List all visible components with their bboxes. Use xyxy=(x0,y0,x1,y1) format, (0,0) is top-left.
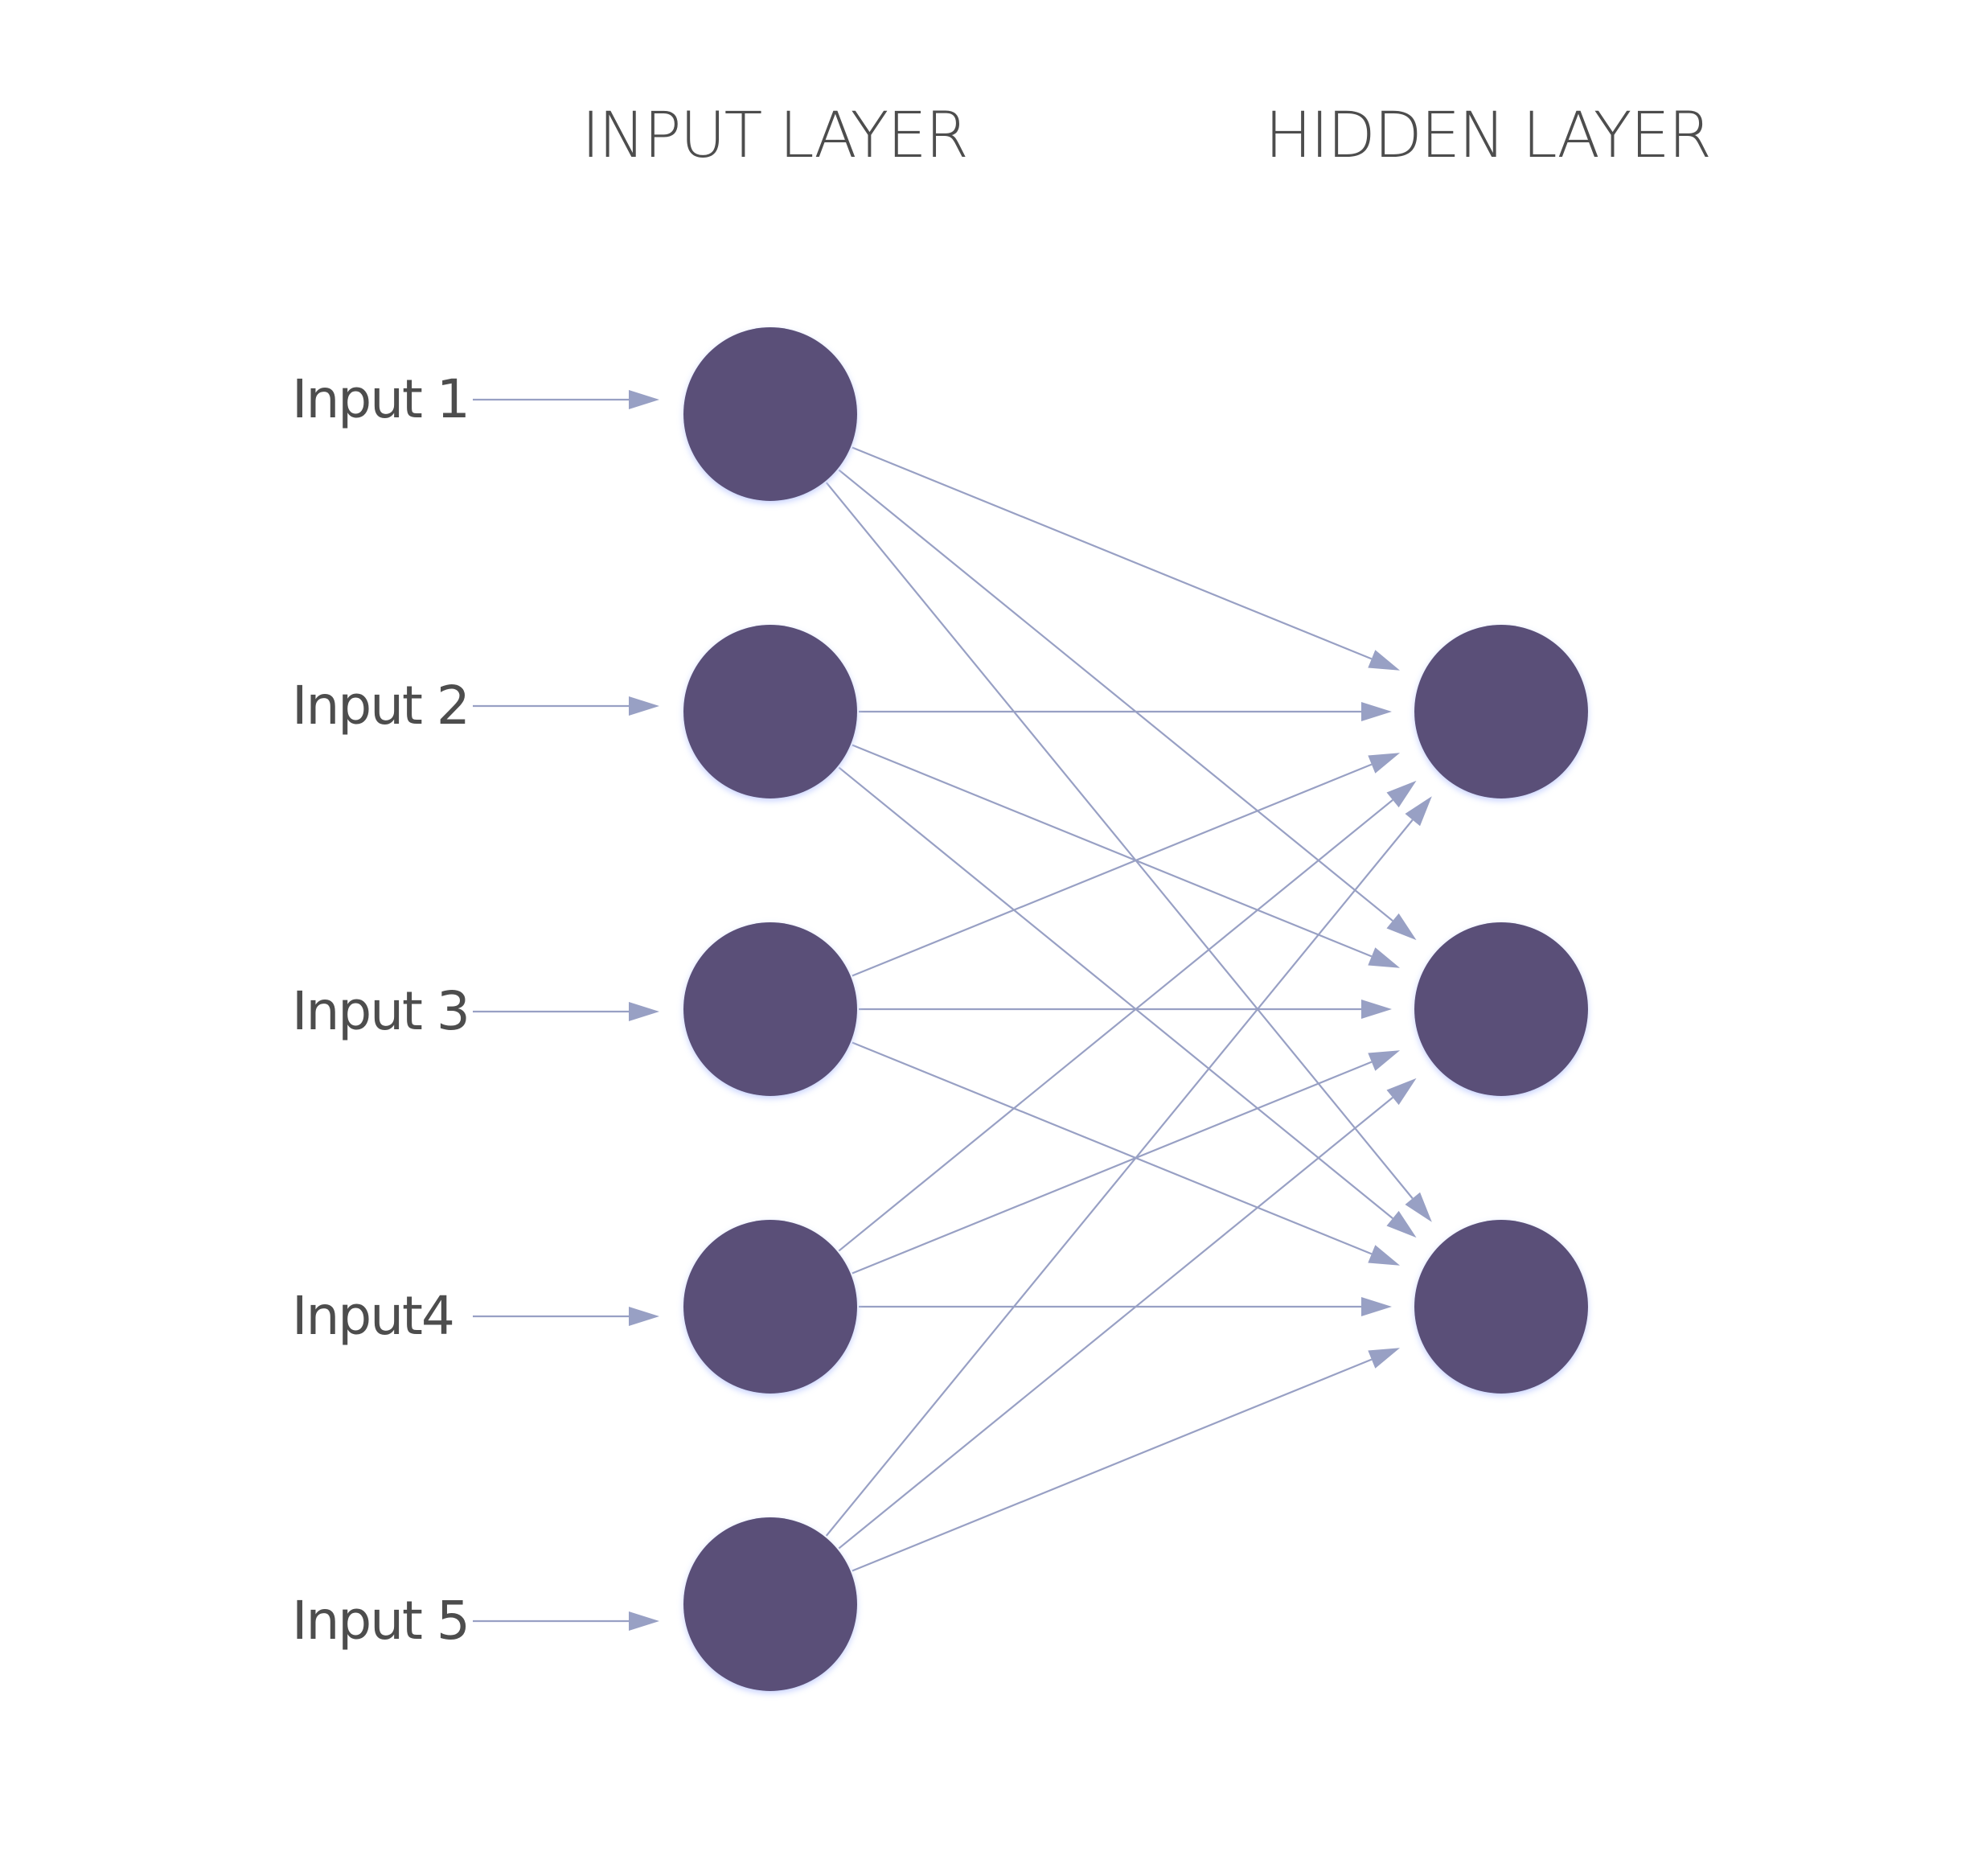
edge-in4-h2 xyxy=(852,1050,1401,1275)
edge-in4-h3-head xyxy=(1361,1297,1392,1316)
input-arrow-2-head xyxy=(629,696,659,716)
edge-in1-h3-head xyxy=(1405,1192,1432,1222)
edge-in4-h2-head xyxy=(1368,1050,1401,1071)
edge-in3-h1-line xyxy=(852,763,1373,977)
input-arrow-1 xyxy=(473,390,659,409)
edge-in5-h3-line xyxy=(852,1358,1373,1572)
input-label-4: Input4 xyxy=(292,1285,453,1347)
input-label-3: Input 3 xyxy=(292,980,469,1042)
input-node-2 xyxy=(683,625,857,798)
edge-in4-h1-line xyxy=(838,798,1393,1252)
input-arrow-3 xyxy=(473,1002,659,1021)
input-arrow-1-head xyxy=(629,390,659,409)
edge-in5-h3-head xyxy=(1368,1348,1401,1369)
input-arrow-5-head xyxy=(629,1611,659,1631)
hidden-node-3 xyxy=(1414,1220,1588,1394)
input-layer-title: INPUT LAYER xyxy=(581,100,967,172)
edge-in2-h1-head xyxy=(1361,702,1392,721)
edge-in3-h2 xyxy=(859,1000,1392,1019)
edge-in1-h2-head xyxy=(1386,913,1417,941)
input-node-5 xyxy=(683,1517,857,1691)
input-arrow-4 xyxy=(473,1307,659,1326)
edge-in2-h3-head xyxy=(1386,1210,1417,1238)
input-node-4 xyxy=(683,1220,857,1394)
edge-in3-h3 xyxy=(852,1041,1401,1266)
hidden-layer-nodes xyxy=(1414,625,1588,1394)
edge-in2-h1 xyxy=(859,702,1392,721)
edge-in3-h3-line xyxy=(852,1041,1373,1255)
input-arrow-3-head xyxy=(629,1002,659,1021)
input-layer-nodes xyxy=(683,327,857,1691)
input-arrows xyxy=(473,390,659,1631)
edge-in3-h2-head xyxy=(1361,1000,1392,1019)
edge-in3-h1-head xyxy=(1368,753,1401,774)
edge-in1-h2 xyxy=(838,469,1417,941)
edge-in5-h2-line xyxy=(838,1096,1393,1550)
input-arrow-4-head xyxy=(629,1307,659,1326)
edge-in2-h2 xyxy=(852,744,1401,968)
edge-in5-h2-head xyxy=(1386,1078,1417,1106)
edge-in1-h1 xyxy=(852,446,1401,671)
edge-in1-h3 xyxy=(825,482,1432,1222)
input-arrow-5 xyxy=(473,1611,659,1631)
edge-in1-h1-line xyxy=(852,446,1373,660)
edge-in4-h3 xyxy=(859,1297,1392,1316)
edge-in5-h1-head xyxy=(1405,796,1432,827)
input-label-5: Input 5 xyxy=(292,1590,469,1652)
edge-in5-h3 xyxy=(852,1348,1401,1572)
edge-in4-h1 xyxy=(838,780,1417,1252)
input-label-1: Input 1 xyxy=(292,368,469,430)
input-node-1 xyxy=(683,327,857,501)
hidden-node-1 xyxy=(1414,625,1588,798)
edge-in5-h1 xyxy=(825,796,1432,1537)
edge-in4-h1-head xyxy=(1386,780,1417,808)
edge-in4-h2-line xyxy=(852,1061,1373,1275)
edge-in5-h2 xyxy=(838,1078,1417,1550)
hidden-layer-title: HIDDEN LAYER xyxy=(1265,100,1710,172)
hidden-node-2 xyxy=(1414,922,1588,1096)
connections xyxy=(825,446,1432,1572)
edge-in1-h2-line xyxy=(838,469,1393,922)
edge-in2-h3 xyxy=(838,766,1417,1238)
edge-in3-h1 xyxy=(852,753,1401,977)
edge-in5-h1-line xyxy=(825,819,1414,1537)
edge-in1-h1-head xyxy=(1368,650,1401,671)
edge-in2-h2-head xyxy=(1368,947,1401,968)
edge-in2-h2-line xyxy=(852,744,1373,958)
edge-in3-h3-head xyxy=(1368,1245,1401,1266)
edge-in1-h3-line xyxy=(825,482,1414,1200)
input-node-3 xyxy=(683,922,857,1096)
input-label-2: Input 2 xyxy=(292,675,469,737)
input-arrow-2 xyxy=(473,696,659,716)
edge-in2-h3-line xyxy=(838,766,1393,1220)
